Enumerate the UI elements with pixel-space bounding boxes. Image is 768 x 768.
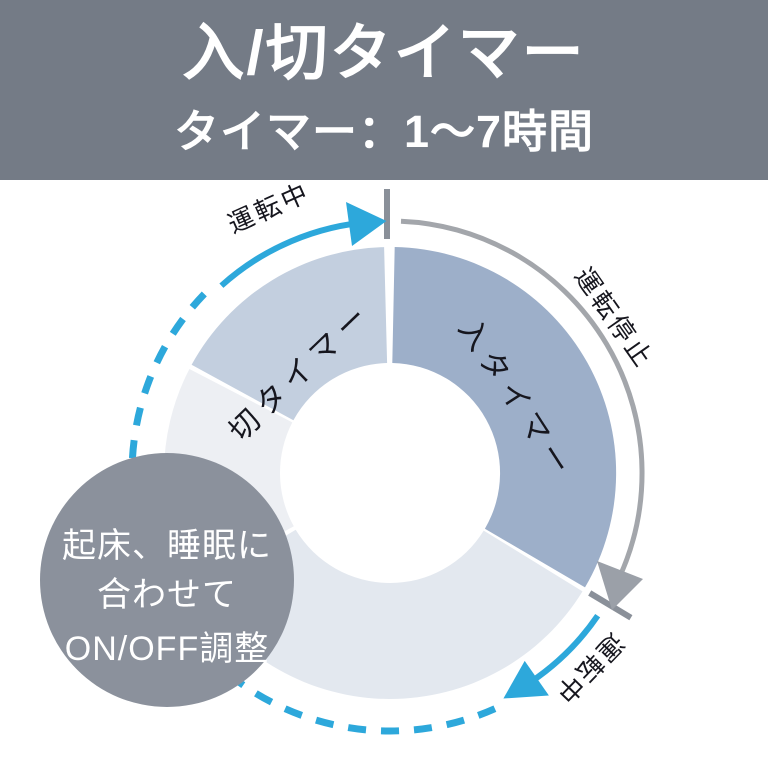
arc-label-running-top: 運転中	[223, 180, 315, 239]
timer-cycle-diagram: 入タイマー 切タイマー 運転中 運転停止 運転中 起床、睡眠に 合わせて ON/…	[40, 180, 660, 735]
segment-on-timer	[392, 247, 617, 588]
header-banner: 入/切タイマー タイマー：1～7時間	[0, 0, 768, 180]
stopped-arc	[400, 218, 645, 585]
segment-off-timer	[191, 247, 388, 421]
running-arrow-top-icon	[346, 202, 387, 246]
page-subtitle: タイマー：1～7時間	[173, 105, 595, 157]
running-arc-bottom	[529, 614, 601, 685]
page-title: 入/切タイマー	[182, 19, 586, 89]
info-badge-line-3: ON/OFF調整	[65, 630, 269, 668]
info-badge-line-2: 合わせて	[97, 576, 237, 614]
running-dashed-arc	[128, 291, 497, 735]
info-badge-circle	[40, 453, 294, 707]
stopped-arrow-icon	[597, 561, 643, 610]
arc-label-running-bottom: 運転中	[548, 627, 630, 710]
running-arrow-bottom-icon	[503, 660, 549, 699]
tick-bottom	[588, 590, 633, 621]
info-badge: 起床、睡眠に 合わせて ON/OFF調整	[40, 453, 294, 707]
info-badge-line-1: 起床、睡眠に	[62, 527, 272, 565]
